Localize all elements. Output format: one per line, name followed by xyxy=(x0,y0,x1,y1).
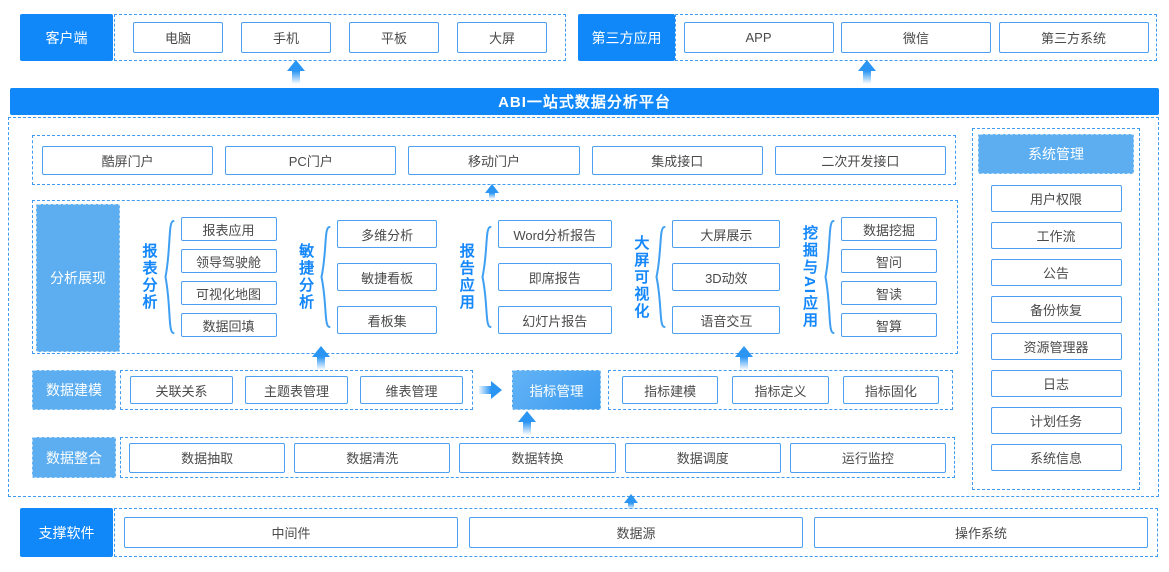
platform-title-banner: ABI一站式数据分析平台 xyxy=(10,88,1159,115)
integration-node: 数据调度 xyxy=(624,442,781,473)
client-section-label: 客户端 xyxy=(20,14,113,61)
modeling-node: 维表管理 xyxy=(360,376,463,404)
analysis-feature-node: Word分析报告 xyxy=(497,220,612,248)
system-feature-node: 公告 xyxy=(990,259,1122,286)
analysis-feature-node: 智算 xyxy=(841,313,937,337)
portal-node: 集成接口 xyxy=(591,145,763,175)
indicator-group: 指标建模指标定义指标固化 xyxy=(608,370,953,410)
arrow-up-modeling-to-analysis-icon xyxy=(312,346,330,370)
system-feature-node: 工作流 xyxy=(990,222,1122,249)
indicator-node: 指标建模 xyxy=(622,376,719,404)
system-feature-node: 资源管理器 xyxy=(990,333,1122,360)
group-name-label: 挖掘与AI应用 xyxy=(801,225,818,329)
brace-icon xyxy=(320,226,331,328)
analysis-feature-node: 语音交互 xyxy=(672,306,781,334)
portal-node: 移动门户 xyxy=(408,145,580,175)
group-name-label: 报告应用 xyxy=(457,243,475,311)
client-device-node: 手机 xyxy=(241,22,331,53)
client-device-node: 大屏 xyxy=(457,22,547,53)
analysis-group-report: 报表分析 报表应用领导驾驶舱可视化地图数据回填 xyxy=(140,217,277,337)
support-node: 数据源 xyxy=(469,517,803,548)
system-feature-node: 日志 xyxy=(990,370,1122,397)
analysis-feature-node: 幻灯片报告 xyxy=(497,306,612,334)
support-node: 中间件 xyxy=(124,517,458,548)
third-party-app-node: 微信 xyxy=(841,22,991,53)
brace-icon xyxy=(655,226,666,328)
analysis-feature-node: 数据挖掘 xyxy=(841,217,937,241)
analysis-presentation-section: 分析展现 报表分析 报表应用领导驾驶舱可视化地图数据回填 敏捷分析 多维分析敏捷… xyxy=(32,200,958,354)
third-party-app-node: 第三方系统 xyxy=(998,22,1149,53)
data-integration-group: 数据抽取数据清洗数据转换数据调度运行监控 xyxy=(120,437,955,478)
portal-node: 二次开发接口 xyxy=(774,145,947,175)
analysis-group-reporting: 报告应用 Word分析报告即席报告幻灯片报告 xyxy=(457,220,612,334)
data-modeling-group: 关联关系主题表管理维表管理 xyxy=(120,370,473,410)
group-name-label: 敏捷分析 xyxy=(297,243,315,311)
client-device-node: 平板 xyxy=(349,22,439,53)
brace-icon xyxy=(824,220,835,334)
analysis-section-label: 分析展现 xyxy=(36,204,120,352)
modeling-node: 主题表管理 xyxy=(245,376,348,404)
platform-outer-container xyxy=(8,117,1159,497)
integration-node: 运行监控 xyxy=(789,442,947,473)
portal-node: 酷屏门户 xyxy=(42,145,214,175)
analysis-feature-node: 数据回填 xyxy=(180,313,277,337)
system-feature-node: 计划任务 xyxy=(990,407,1122,434)
group-name-label: 大屏可视化 xyxy=(632,234,650,320)
system-feature-node: 备份恢复 xyxy=(990,296,1122,323)
analysis-groups: 报表分析 报表应用领导驾驶舱可视化地图数据回填 敏捷分析 多维分析敏捷看板看板集… xyxy=(128,201,957,353)
analysis-group-bigscreen: 大屏可视化 大屏展示 3D动效语音交互 xyxy=(632,220,781,334)
third-party-section-label: 第三方应用 xyxy=(578,14,675,61)
integration-node: 数据抽取 xyxy=(129,442,286,473)
arrow-up-to-portals-icon xyxy=(483,184,501,199)
analysis-feature-node: 智问 xyxy=(841,249,937,273)
arrow-up-to-client-icon xyxy=(287,60,305,84)
system-feature-node: 系统信息 xyxy=(990,444,1122,471)
group-name-label: 报表分析 xyxy=(140,243,158,311)
brace-icon xyxy=(481,226,492,328)
arrow-up-support-to-platform-icon xyxy=(622,494,640,509)
analysis-feature-node: 智读 xyxy=(841,281,937,305)
arrow-up-indicator-to-analysis-icon xyxy=(735,346,753,370)
system-management-label: 系统管理 xyxy=(978,134,1134,174)
supporting-software-group: 中间件数据源操作系统 xyxy=(114,508,1158,557)
brace-icon xyxy=(163,220,174,334)
analysis-feature-node: 领导驾驶舱 xyxy=(180,249,277,273)
indicator-management-label: 指标管理 xyxy=(512,370,601,410)
integration-node: 数据清洗 xyxy=(294,442,451,473)
arrow-up-to-third-party-icon xyxy=(858,60,876,84)
client-devices-group: 电脑手机平板大屏 xyxy=(114,14,566,61)
analysis-group-ai: 挖掘与AI应用 数据挖掘智问智读智算 xyxy=(801,217,937,337)
indicator-node: 指标定义 xyxy=(732,376,829,404)
analysis-feature-node: 即席报告 xyxy=(497,263,612,291)
integration-node: 数据转换 xyxy=(459,442,616,473)
analysis-feature-node: 大屏展示 xyxy=(672,220,781,248)
portal-group: 酷屏门户 PC门户移动门户集成接口二次开发接口 xyxy=(32,135,956,185)
modeling-node: 关联关系 xyxy=(130,376,233,404)
analysis-feature-node: 多维分析 xyxy=(337,220,438,248)
system-feature-node: 用户权限 xyxy=(990,185,1122,212)
arrow-up-to-indicator-icon xyxy=(518,411,536,435)
supporting-software-label: 支撑软件 xyxy=(20,508,113,557)
data-modeling-label: 数据建模 xyxy=(32,370,116,410)
third-party-app-node: APP xyxy=(683,22,834,53)
client-device-node: 电脑 xyxy=(133,22,223,53)
support-node: 操作系统 xyxy=(814,517,1148,548)
arrow-right-to-indicator-icon xyxy=(479,381,502,399)
analysis-group-agile: 敏捷分析 多维分析敏捷看板看板集 xyxy=(297,220,438,334)
analysis-feature-node: 报表应用 xyxy=(180,217,277,241)
analysis-feature-node: 看板集 xyxy=(337,306,438,334)
analysis-feature-node: 敏捷看板 xyxy=(337,263,438,291)
portal-node: PC门户 xyxy=(225,145,397,175)
data-integration-label: 数据整合 xyxy=(32,437,116,478)
system-management-section: 系统管理 用户权限工作流公告备份恢复资源管理器日志计划任务系统信息 xyxy=(972,128,1140,490)
analysis-feature-node: 可视化地图 xyxy=(180,281,277,305)
indicator-node: 指标固化 xyxy=(842,376,939,404)
analysis-feature-node: 3D动效 xyxy=(672,263,781,291)
